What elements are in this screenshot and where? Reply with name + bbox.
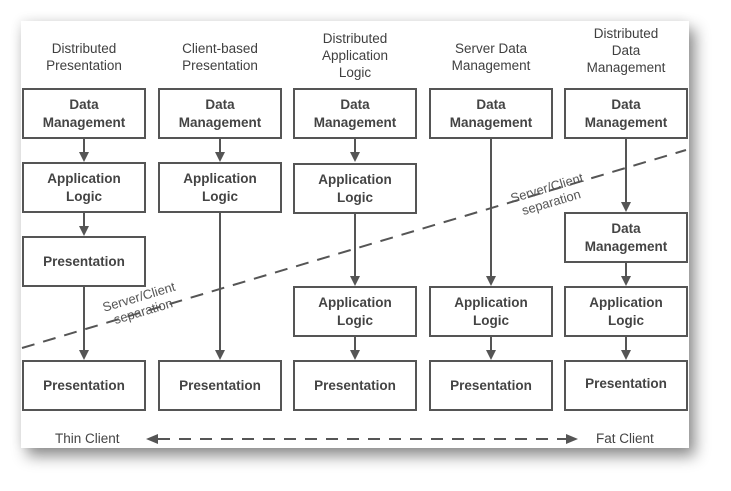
box-col1-presentation-client: Presentation: [22, 360, 146, 411]
box-label: Presentation: [43, 253, 125, 269]
box-label: Logic: [66, 188, 102, 204]
column-title-client-based-presentation: Client-based Presentation: [150, 40, 290, 74]
title-line: Management: [586, 60, 666, 75]
box-label: Data: [611, 96, 641, 112]
column-title-server-data-management: Server Data Management: [421, 40, 561, 74]
box-label: Application: [454, 294, 528, 310]
box-col2-presentation: Presentation: [158, 360, 282, 411]
box-col5-presentation: Presentation: [564, 360, 688, 411]
box-label: Presentation: [314, 377, 396, 393]
box-label: Logic: [608, 312, 644, 328]
box-label: Application: [47, 170, 121, 186]
box-label: Logic: [337, 189, 373, 205]
column-title-distributed-application-logic: Distributed Application Logic: [285, 30, 425, 81]
title-line: Client-based: [182, 41, 258, 56]
column-title-distributed-data-management: Distributed Data Management: [556, 25, 696, 76]
box-label: Data: [69, 96, 99, 112]
box-label: Management: [42, 114, 126, 130]
title-line: Data: [611, 43, 641, 58]
box-label: Data: [476, 96, 506, 112]
box-label: Application: [183, 170, 257, 186]
title-line: Distributed: [322, 31, 388, 46]
box-label: Logic: [202, 188, 238, 204]
fat-client-label: Fat Client: [596, 431, 654, 446]
axis-right-arrowhead: [566, 434, 578, 444]
title-line: Management: [451, 58, 531, 73]
title-line: Application: [321, 48, 389, 63]
axis-left-arrowhead: [146, 434, 158, 444]
title-line: Distributed: [593, 26, 659, 41]
server-client-separation-line: [21, 149, 687, 349]
box-label: Management: [584, 238, 668, 254]
box-label: Management: [449, 114, 533, 130]
box-label: Logic: [337, 312, 373, 328]
column-title-distributed-presentation: Distributed Presentation: [14, 40, 154, 74]
box-label: Data: [205, 96, 235, 112]
box-label: Application: [318, 294, 392, 310]
title-line: Presentation: [46, 58, 122, 73]
title-line: Logic: [338, 65, 372, 80]
box-col1-presentation-server: Presentation: [22, 236, 146, 287]
box-col4-presentation: Presentation: [429, 360, 553, 411]
box-label: Presentation: [450, 377, 532, 393]
box-label: Presentation: [585, 375, 667, 391]
box-label: Application: [589, 294, 663, 310]
box-label: Management: [178, 114, 262, 130]
box-label: Management: [313, 114, 397, 130]
box-label: Management: [584, 114, 668, 130]
box-label: Presentation: [179, 377, 261, 393]
box-label: Application: [318, 171, 392, 187]
title-line: Server Data: [454, 41, 528, 56]
box-label: Logic: [473, 312, 509, 328]
title-line: Presentation: [182, 58, 258, 73]
box-label: Presentation: [43, 377, 125, 393]
box-label: Data: [340, 96, 370, 112]
title-line: Distributed: [51, 41, 117, 56]
box-label: Data: [611, 220, 641, 236]
box-col3-presentation: Presentation: [293, 360, 417, 411]
thin-client-label: Thin Client: [55, 431, 120, 446]
